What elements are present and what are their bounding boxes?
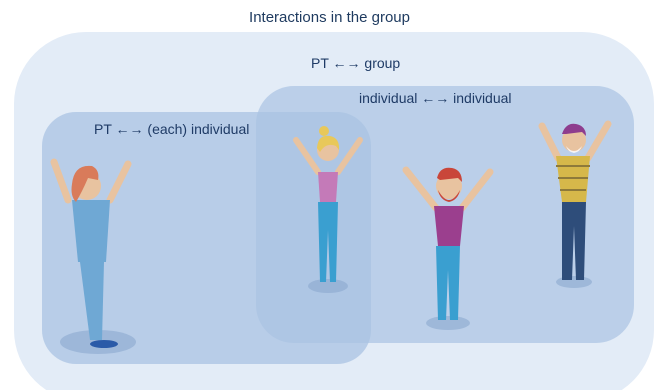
older-man-figure — [538, 120, 612, 288]
pt-group-label: PT ←→ group — [311, 55, 401, 71]
physical-therapist-figure — [50, 158, 136, 354]
pt-each-individual-label: PT ←→ (each) individual — [94, 121, 250, 137]
woman-figure — [293, 126, 363, 293]
diagram-title: Interactions in the group — [249, 9, 410, 26]
individual-individual-label: individual ←→ individual — [359, 90, 512, 106]
bearded-man-figure — [402, 166, 494, 330]
